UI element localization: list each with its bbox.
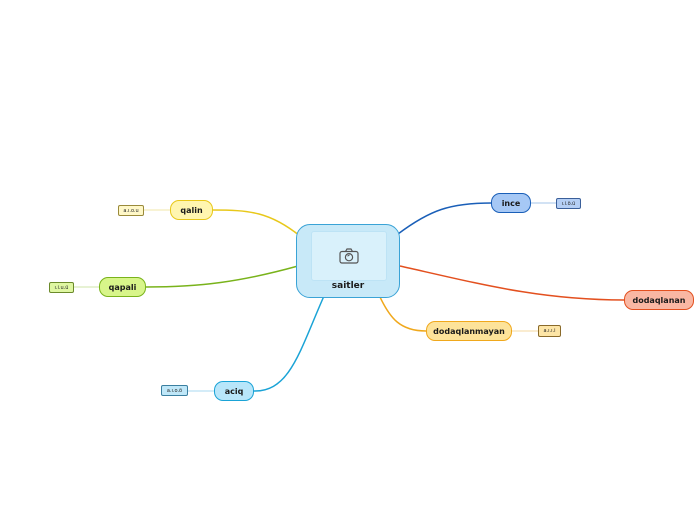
subtopic-label: a.ı.o.ö <box>166 387 183 394</box>
subtopic-label: a.ı.ı.i <box>543 328 556 334</box>
subtopic-qapali-vowels[interactable]: ı.i.u.ü <box>49 282 74 293</box>
subtopic-label: a.ı.o.u <box>123 207 139 214</box>
topic-label: dodaqlanmayan <box>433 326 505 336</box>
topic-dodaqlanmayan[interactable]: dodaqlanmayan <box>426 321 512 341</box>
topic-label: aciq <box>224 386 244 396</box>
topic-label: qalin <box>180 205 203 215</box>
subtopic-label: ı.i.u.ü <box>54 284 69 291</box>
topic-label: dodaqlanan <box>632 295 686 305</box>
subtopic-label: ı.i.ö.ü <box>561 200 576 207</box>
topic-label: ince <box>501 198 521 208</box>
connector-qapali <box>145 265 299 288</box>
topic-ince[interactable]: ince <box>491 193 531 213</box>
central-image-frame <box>311 231 387 281</box>
subtopic-qalin-vowels[interactable]: a.ı.o.u <box>118 205 144 216</box>
connector-dodaqlanan <box>399 265 625 301</box>
topic-qapali[interactable]: qapali <box>99 277 146 297</box>
central-topic-label: saitler <box>331 281 365 291</box>
subtopic-ince-vowels[interactable]: ı.i.ö.ü <box>556 198 581 209</box>
connector-ince <box>397 202 493 235</box>
subtopic-aciq-vowels[interactable]: a.ı.o.ö <box>161 385 188 396</box>
topic-qalin[interactable]: qalin <box>170 200 213 220</box>
connector-dodaqlanmayan <box>379 296 427 332</box>
central-topic[interactable]: saitler <box>296 224 400 298</box>
topic-aciq[interactable]: aciq <box>214 381 254 401</box>
subtopic-dodaqlanmayan-vowels[interactable]: a.ı.ı.i <box>538 325 561 337</box>
camera-icon <box>339 248 359 264</box>
connector-aciq <box>253 295 325 392</box>
connector-qalin <box>211 209 301 237</box>
topic-label: qapali <box>108 282 137 292</box>
topic-dodaqlanan[interactable]: dodaqlanan <box>624 290 694 310</box>
